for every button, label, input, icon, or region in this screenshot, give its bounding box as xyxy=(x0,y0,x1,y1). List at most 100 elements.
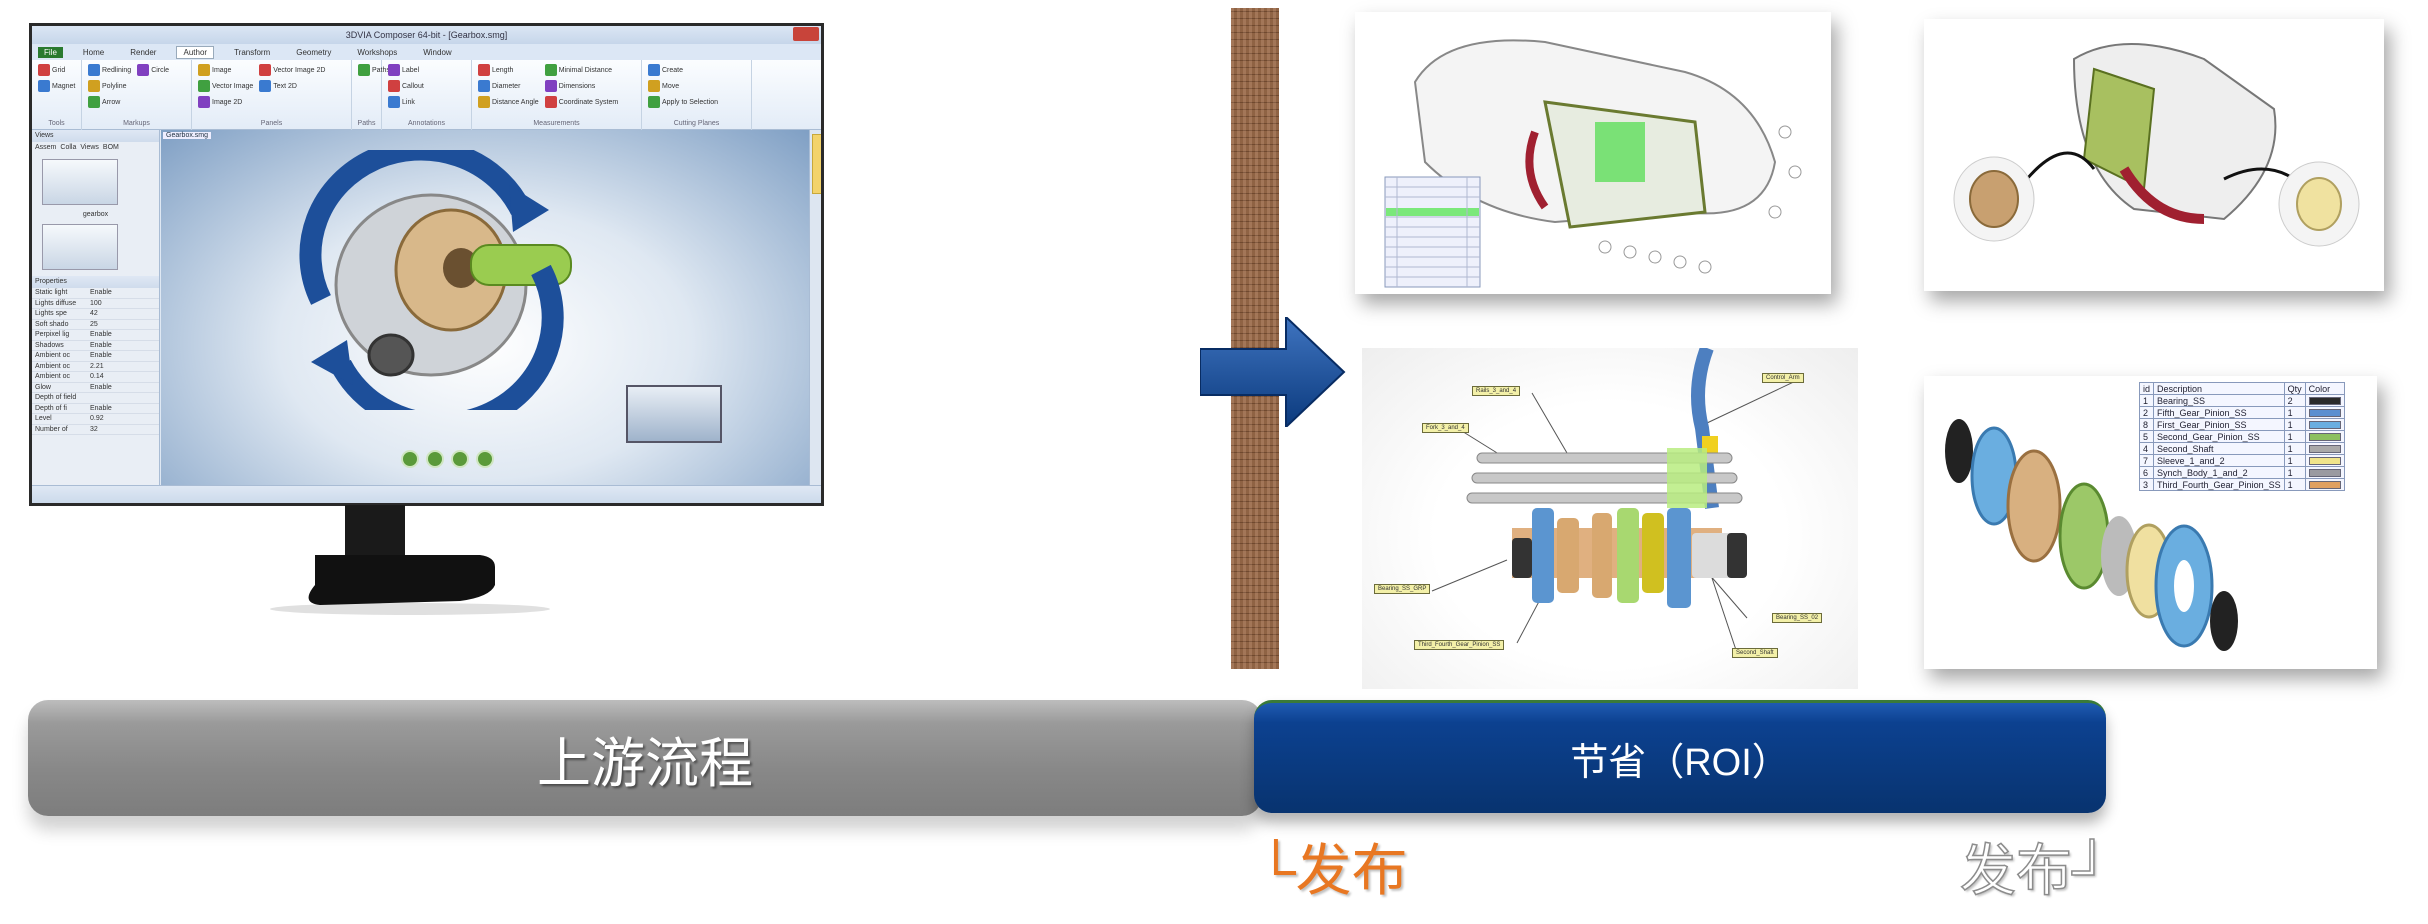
panel-tab[interactable]: BOM xyxy=(102,144,119,151)
property-row[interactable]: Depth of fi Enable xyxy=(32,404,159,414)
cutaway-illustration xyxy=(1953,43,2360,247)
bom-header-color: Color xyxy=(2304,382,2345,395)
ribbon-button-label: Callout xyxy=(402,83,424,90)
nav-next-button[interactable] xyxy=(476,450,494,468)
nav-play-button[interactable] xyxy=(451,450,469,468)
ribbon-button[interactable]: Vector Image 2D xyxy=(259,64,325,77)
ribbon-group-name: Panels xyxy=(260,120,283,127)
close-button[interactable] xyxy=(793,27,819,41)
property-value: 42 xyxy=(90,310,98,317)
ribbon-icon xyxy=(259,64,272,77)
nav-prev-button[interactable] xyxy=(426,450,444,468)
ribbon-button[interactable]: Create xyxy=(648,64,718,77)
ribbon-icon xyxy=(648,64,660,77)
panel-tab[interactable]: Colla xyxy=(60,144,77,151)
property-row[interactable]: Depth of field xyxy=(32,393,159,404)
bom-color-swatch xyxy=(2304,406,2345,419)
ribbon-button[interactable]: Minimal Distance xyxy=(544,64,619,77)
tab-window[interactable]: Window xyxy=(423,47,452,57)
property-name: Soft shado xyxy=(35,320,69,328)
callout-label: Bearing_SS_02 xyxy=(1772,613,1823,623)
tab-file[interactable]: File xyxy=(38,46,63,58)
panel-tab[interactable]: Assem xyxy=(35,144,57,151)
tab-home[interactable]: Home xyxy=(82,47,105,57)
ribbon-button[interactable]: Image 2D xyxy=(198,96,253,109)
ribbon-button[interactable]: Grid xyxy=(38,64,75,77)
ribbon-button[interactable]: Image xyxy=(198,64,253,77)
monitor-screen: 3DVIA Composer 64-bit - [Gearbox.smg] Fi… xyxy=(29,23,824,506)
ribbon-icon xyxy=(388,64,400,77)
bom-color-swatch xyxy=(2304,454,2345,467)
ribbon-button[interactable]: Move xyxy=(648,80,718,93)
ribbon-button[interactable]: Distance Angle xyxy=(478,96,539,109)
workshop-tab[interactable] xyxy=(812,134,821,194)
ribbon-button[interactable]: Length xyxy=(478,64,539,77)
ribbon-icon xyxy=(38,80,50,93)
right-strip xyxy=(809,130,821,485)
tab-author[interactable]: Author xyxy=(176,45,215,59)
nav-first-button[interactable] xyxy=(401,450,419,468)
view-thumbnail[interactable] xyxy=(42,159,118,205)
bom-id: 5 xyxy=(2138,430,2155,443)
property-value: Enable xyxy=(90,404,112,412)
bom-qty: 2 xyxy=(2283,394,2306,407)
ribbon-button[interactable]: Dimensions xyxy=(544,80,619,93)
tab-transform[interactable]: Transform xyxy=(234,47,271,57)
tab-workshops[interactable]: Workshops xyxy=(357,47,398,57)
callout-label: Third_Fourth_Gear_Pinion_SS xyxy=(1414,640,1505,650)
minimap-preview[interactable] xyxy=(626,385,722,443)
viewport-tab[interactable]: Gearbox.smg xyxy=(163,132,212,139)
bom-qty: 1 xyxy=(2283,430,2306,443)
callout-label: Second_Shaft xyxy=(1732,648,1778,658)
tab-render[interactable]: Render xyxy=(130,47,157,57)
ribbon-button[interactable]: Diameter xyxy=(478,80,539,93)
ribbon-icon xyxy=(544,80,557,93)
ribbon-button[interactable]: Polyline xyxy=(88,80,131,93)
bom-id: 4 xyxy=(2138,442,2155,455)
view-thumbnail[interactable] xyxy=(42,224,118,270)
bom-description: Sleeve_1_and_2 xyxy=(2153,454,2285,467)
ribbon-button[interactable]: Label xyxy=(388,64,424,77)
ribbon-button[interactable]: Coordinate System xyxy=(544,96,618,109)
ribbon-icon xyxy=(198,80,210,93)
property-name: Depth of fi xyxy=(35,404,67,412)
release-start-label: └发布 xyxy=(1256,839,1408,902)
ribbon-button[interactable]: Magnet xyxy=(38,80,75,93)
ribbon-button-label: Paths xyxy=(372,67,390,74)
ribbon-button[interactable]: Circle xyxy=(137,64,169,77)
tab-geometry[interactable]: Geometry xyxy=(296,47,332,57)
3d-viewport[interactable]: Gearbox.smg xyxy=(161,130,809,485)
bom-color-swatch xyxy=(2304,478,2345,491)
bom-color-swatch xyxy=(2304,418,2345,431)
ribbon-button[interactable]: Redlining xyxy=(88,64,131,77)
ribbon-button-label: Text 2D xyxy=(273,83,297,90)
ribbon-icon xyxy=(388,80,400,93)
ribbon-button[interactable]: Apply to Selection xyxy=(648,96,718,109)
ribbon-button[interactable]: Vector Image xyxy=(198,80,253,93)
ribbon-icon xyxy=(88,96,100,109)
ribbon-button[interactable]: Text 2D xyxy=(259,80,325,93)
ribbon-icon xyxy=(88,64,100,77)
thumbnail-label: gearbox xyxy=(82,211,109,218)
ribbon-button[interactable]: Paths xyxy=(358,64,390,77)
ribbon-group-name: Tools xyxy=(48,120,65,127)
ribbon-button[interactable]: Callout xyxy=(388,80,424,93)
ribbon-button[interactable]: Link xyxy=(388,96,424,109)
ribbon-button[interactable]: Arrow xyxy=(88,96,131,109)
panel-tab[interactable]: Views xyxy=(80,144,99,151)
